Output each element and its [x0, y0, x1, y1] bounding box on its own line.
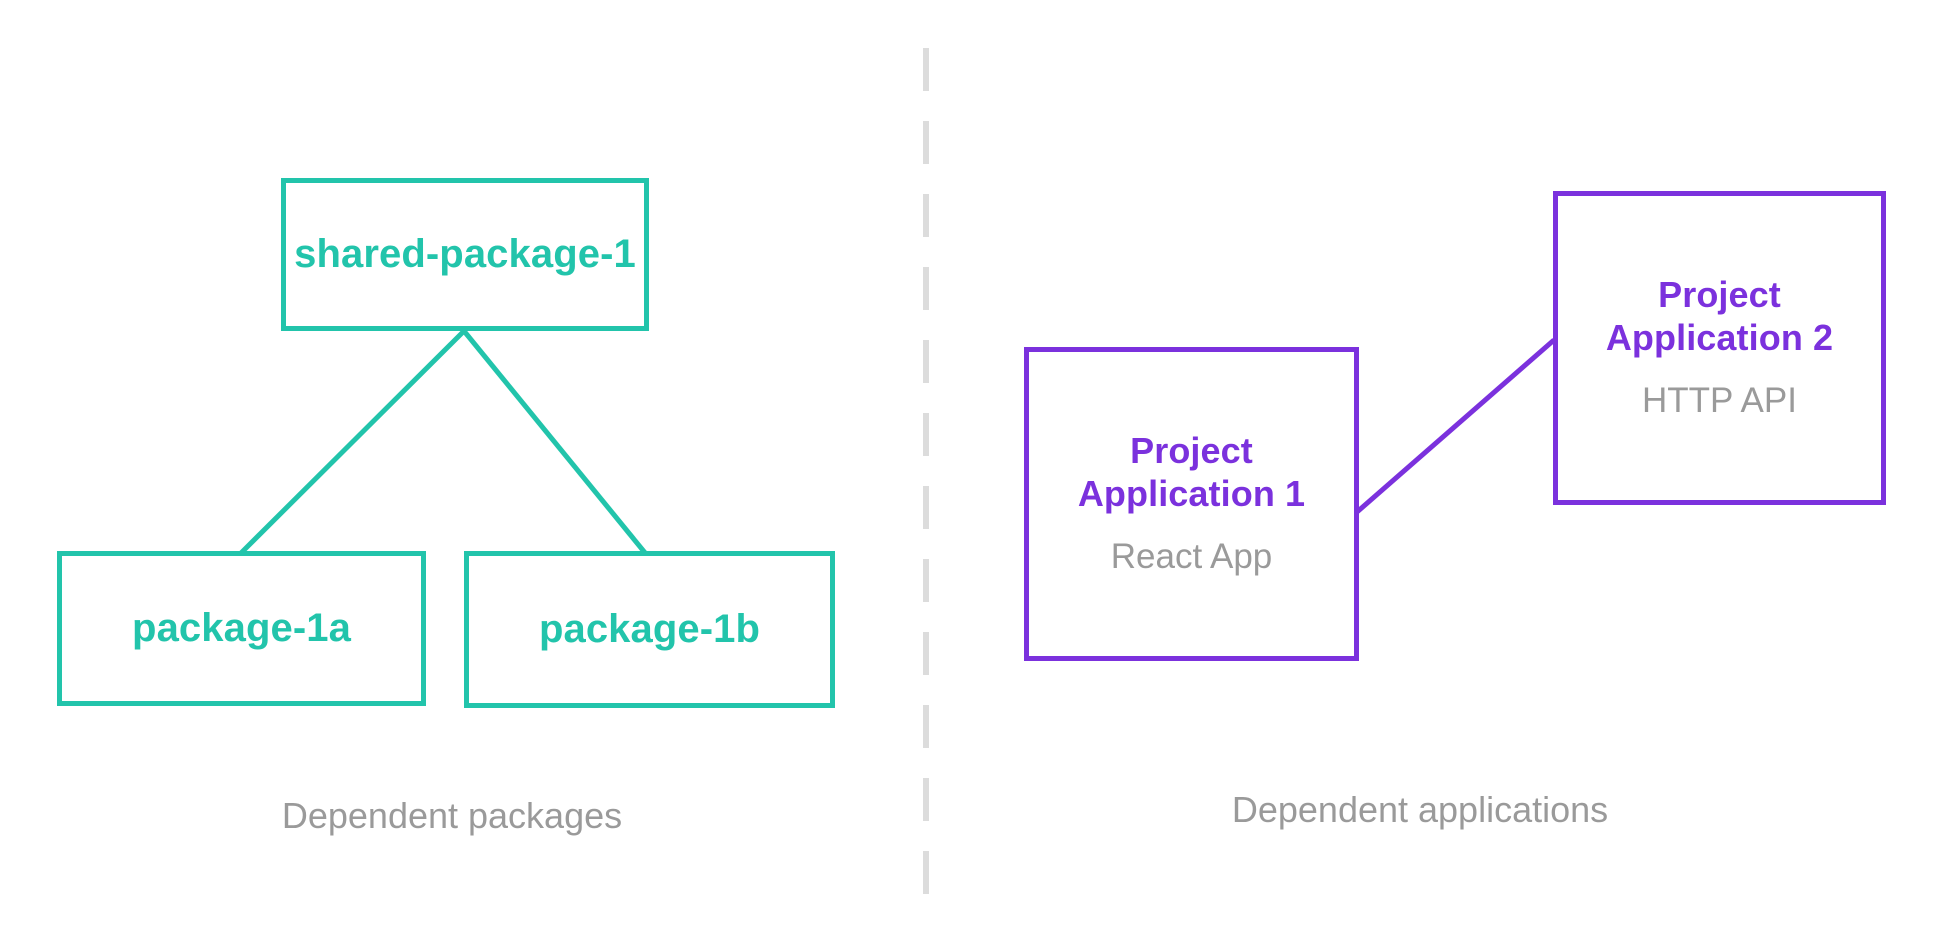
- edge-project-application-1-to-project-application-2: [1355, 338, 1556, 514]
- caption-dependent-applications: Dependent applications: [1231, 789, 1609, 830]
- node-package-1a-title: package-1a: [132, 605, 351, 650]
- node-project-application-2[interactable]: Project Application 2 HTTP API: [1553, 191, 1886, 505]
- node-package-1b[interactable]: package-1b: [464, 551, 835, 708]
- edge-shared-package-1-to-package-1a: [239, 329, 466, 555]
- node-project-application-1-subtitle: React App: [1110, 537, 1273, 577]
- node-package-1b-title: package-1b: [538, 606, 761, 651]
- node-shared-package-1-title: shared-package-1: [294, 231, 636, 276]
- node-project-application-1-title: Project Application 1: [1077, 430, 1306, 514]
- node-package-1a[interactable]: package-1a: [57, 551, 426, 706]
- node-project-application-2-subtitle: HTTP API: [1642, 381, 1797, 421]
- node-project-application-2-title: Project Application 2: [1605, 274, 1834, 358]
- node-project-application-1[interactable]: Project Application 1 React App: [1024, 347, 1359, 661]
- edge-shared-package-1-to-package-1b: [462, 329, 648, 556]
- caption-dependent-packages: Dependent packages: [281, 795, 623, 836]
- node-shared-package-1[interactable]: shared-package-1: [281, 178, 649, 331]
